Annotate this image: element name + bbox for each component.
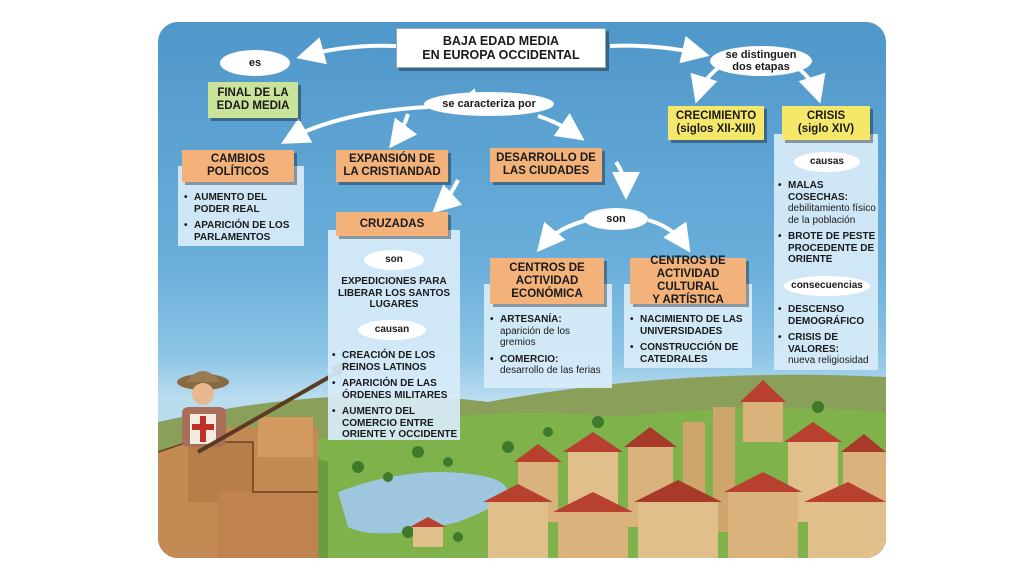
connector-causan: causan [358, 320, 426, 340]
main-title-text: BAJA EDAD MEDIA EN EUROPA OCCIDENTAL [422, 34, 580, 62]
item-sub: aparición de los gremios [500, 325, 571, 349]
connector-arrows [281, 35, 826, 253]
item-head: MALAS COSECHAS: [788, 180, 849, 203]
connector-son-cruzadas-text: son [385, 254, 403, 265]
centros-economicos-label: CENTROS DE ACTIVIDAD ECONÓMICA [509, 261, 585, 300]
final-edad-media-box: FINAL DE LA EDAD MEDIA [208, 82, 298, 118]
list-item: AUMENTO DEL COMERCIO ENTRE ORIENTE Y OCC… [332, 406, 458, 441]
connector-consecuencias-text: consecuencias [791, 280, 863, 291]
item-sub: nueva religiosidad [788, 355, 869, 366]
crisis-box: CRISIS (siglo XIV) [782, 106, 870, 140]
concept-map-panel: BAJA EDAD MEDIA EN EUROPA OCCIDENTAL es … [158, 22, 886, 558]
item-head: DESCENSO DEMOGRÁFICO [788, 304, 865, 327]
connector-causas: causas [794, 152, 860, 172]
trees [352, 401, 824, 542]
cruzadas-consecuencias-list: CREACIÓN DE LOS REINOS LATINOS APARICIÓN… [332, 350, 458, 446]
crecimiento-label: CRECIMIENTO (siglos XII-XIII) [675, 110, 757, 135]
list-item: APARICIÓN DE LAS ÓRDENES MILITARES [332, 378, 458, 401]
centros-economicos-list: ARTESANÍA:aparición de los gremios COMER… [490, 314, 608, 382]
centros-culturales-box: CENTROS DE ACTIVIDAD CULTURAL Y ARTÍSTIC… [630, 255, 746, 306]
list-item: AUMENTO DEL PODER REAL [184, 192, 300, 215]
town-buildings [410, 380, 886, 558]
item-sub: desarrollo de las ferias [500, 365, 601, 376]
connector-consecuencias: consecuencias [784, 276, 870, 296]
item-head: CRISIS DE VALORES: [788, 332, 839, 355]
desarrollo-ciudades-label: DESARROLLO DE LAS CIUDADES [496, 152, 596, 177]
connector-son-ciudades-text: son [606, 213, 626, 225]
connector-causas-text: causas [810, 156, 844, 167]
expansion-cristiandad-label: EXPANSIÓN DE LA CRISTIANDAD [343, 153, 441, 178]
cruzadas-box: CRUZADAS [336, 212, 448, 236]
list-item: COMERCIO:desarrollo de las ferias [490, 354, 608, 377]
list-item: CRISIS DE VALORES:nueva religiosidad [778, 332, 878, 367]
list-item: CREACIÓN DE LOS REINOS LATINOS [332, 350, 458, 373]
connector-se-distinguen-text: se distinguen dos etapas [725, 49, 797, 73]
connector-se-distinguen: se distinguen dos etapas [710, 46, 812, 76]
list-item: APARICIÓN DE LOS PARLAMENTOS [184, 220, 300, 243]
list-item: ARTESANÍA:aparición de los gremios [490, 314, 608, 349]
list-item: CONSTRUCCIÓN DE CATEDRALES [630, 342, 748, 365]
list-item: BROTE DE PESTE PROCEDENTE DE ORIENTE [778, 231, 878, 266]
connector-es: es [220, 50, 290, 76]
connector-se-caracteriza-por: se caracteriza por [424, 92, 554, 116]
list-item: MALAS COSECHAS:debilitamiento físico de … [778, 180, 878, 226]
list-item: DESCENSO DEMOGRÁFICO [778, 304, 878, 327]
list-item: NACIMIENTO DE LAS UNIVERSIDADES [630, 314, 748, 337]
item-head: COMERCIO: [500, 353, 559, 365]
crisis-causas-list: MALAS COSECHAS:debilitamiento físico de … [778, 180, 878, 271]
centros-culturales-list: NACIMIENTO DE LAS UNIVERSIDADES CONSTRUC… [630, 314, 748, 370]
item-head: ARTESANÍA: [500, 314, 562, 325]
connector-es-text: es [248, 57, 262, 69]
main-title: BAJA EDAD MEDIA EN EUROPA OCCIDENTAL [396, 28, 606, 68]
centros-culturales-label: CENTROS DE ACTIVIDAD CULTURAL Y ARTÍSTIC… [650, 255, 726, 306]
connector-se-caracteriza-por-text: se caracteriza por [442, 98, 536, 110]
medieval-town-illustration [158, 360, 886, 558]
cruzadas-definicion: EXPEDICIONES PARA LIBERAR LOS SANTOS LUG… [337, 276, 451, 310]
cambios-politicos-label: CAMBIOS POLÍTICOS [207, 153, 269, 178]
crisis-label: CRISIS (siglo XIV) [797, 110, 855, 135]
cruzadas-label: CRUZADAS [359, 217, 425, 230]
connector-son-ciudades: son [584, 208, 648, 230]
cambios-politicos-box: CAMBIOS POLÍTICOS [182, 150, 294, 182]
final-edad-media-text: FINAL DE LA EDAD MEDIA [216, 87, 290, 112]
expansion-cristiandad-box: EXPANSIÓN DE LA CRISTIANDAD [336, 150, 448, 182]
castle-wall [158, 417, 318, 558]
centros-economicos-box: CENTROS DE ACTIVIDAD ECONÓMICA [490, 258, 604, 304]
connector-causan-text: causan [374, 324, 410, 335]
crisis-consecuencias-list: DESCENSO DEMOGRÁFICO CRISIS DE VALORES:n… [778, 304, 878, 372]
item-head: BROTE DE PESTE PROCEDENTE DE ORIENTE [788, 231, 876, 265]
item-sub: debilitamiento físico de la población [788, 203, 876, 226]
crecimiento-box: CRECIMIENTO (siglos XII-XIII) [668, 106, 764, 140]
soldier-figure [177, 360, 348, 454]
desarrollo-ciudades-box: DESARROLLO DE LAS CIUDADES [490, 148, 602, 182]
cambios-politicos-list: AUMENTO DEL PODER REAL APARICIÓN DE LOS … [184, 192, 300, 248]
connector-son-cruzadas: son [364, 250, 424, 270]
